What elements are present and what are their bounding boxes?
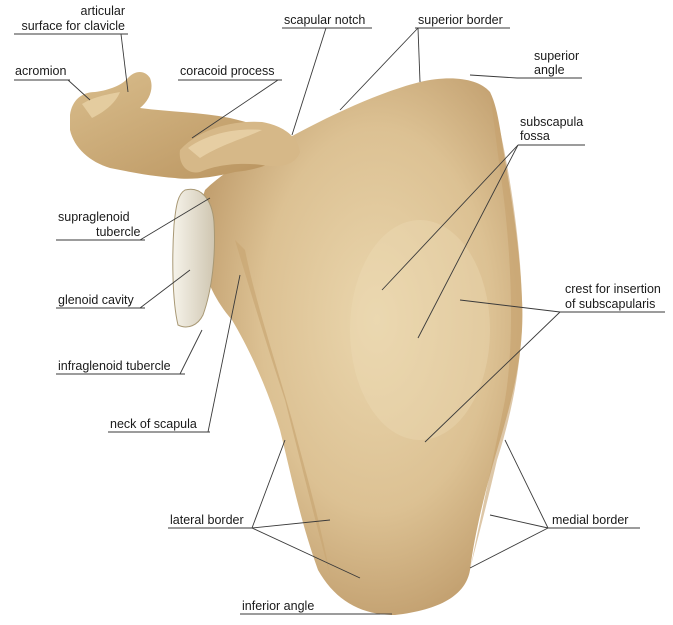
label-superior-border: superior border <box>418 13 503 27</box>
label-inferior-angle: inferior angle <box>242 599 314 613</box>
label-scapular-notch: scapular notch <box>284 13 365 27</box>
label-glenoid-cavity: glenoid cavity <box>58 293 134 307</box>
label-supraglenoid-line1: supraglenoid <box>58 210 130 224</box>
label-superior-angle-line1: superior <box>534 49 579 63</box>
label-crest-line1: crest for insertion <box>565 282 661 296</box>
label-coracoid-process: coracoid process <box>180 64 275 78</box>
glenoid-cavity-surface <box>173 189 215 327</box>
label-supraglenoid-line2: tubercle <box>96 225 141 239</box>
label-medial-border: medial border <box>552 513 628 527</box>
label-neck-of-scapula: neck of scapula <box>110 417 197 431</box>
label-articular-surface-line2: surface for clavicle <box>21 19 125 33</box>
label-subscapular-fossa-line1: subscapula <box>520 115 583 129</box>
label-articular-surface-line1: articular <box>81 4 125 18</box>
label-crest-line2: of subscapularis <box>565 297 655 311</box>
label-superior-angle-line2: angle <box>534 63 565 77</box>
label-lateral-border: lateral border <box>170 513 244 527</box>
label-acromion: acromion <box>15 64 66 78</box>
label-infraglenoid-tubercle: infraglenoid tubercle <box>58 359 171 373</box>
label-subscapular-fossa-line2: fossa <box>520 129 550 143</box>
